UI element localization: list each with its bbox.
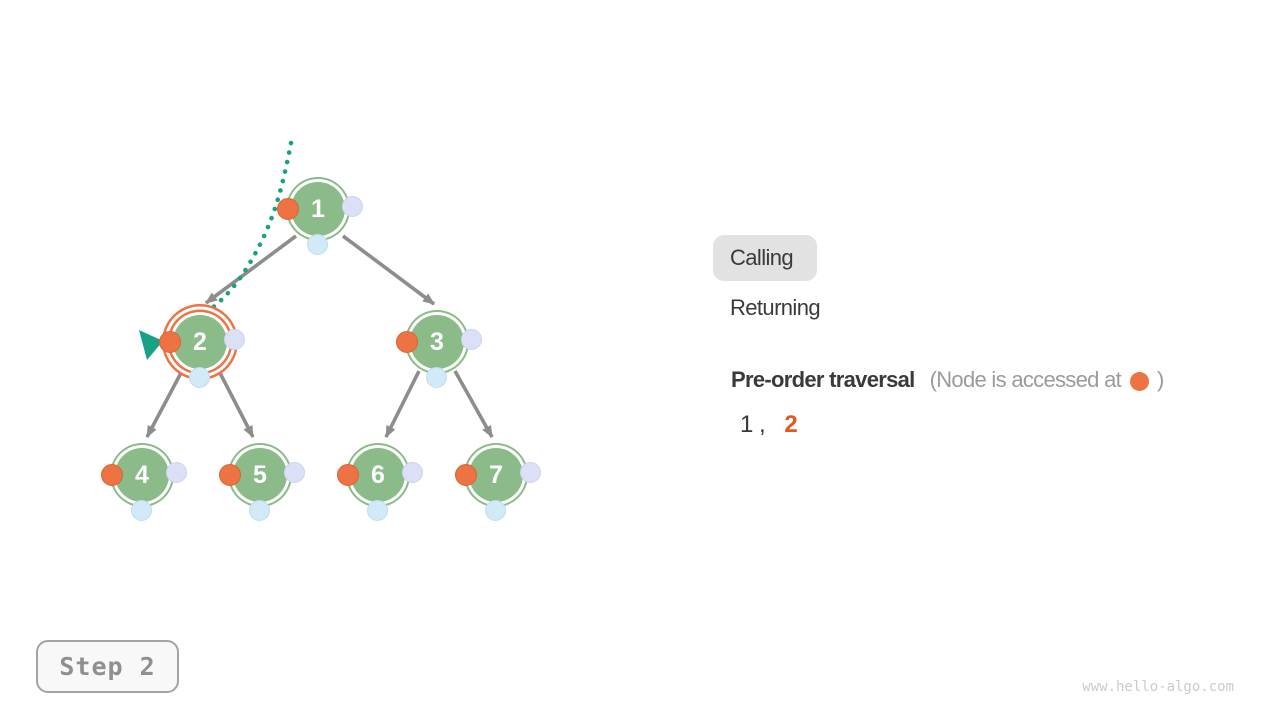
note-suffix: ) <box>1157 367 1164 392</box>
watermark: www.hello-algo.com <box>1082 679 1234 695</box>
traversal-arrowhead-icon <box>139 330 163 360</box>
traversal-path <box>165 140 294 339</box>
calling-label: Calling <box>730 245 794 270</box>
note-prefix: (Node is accessed at <box>929 367 1122 392</box>
tree-edge <box>453 370 494 438</box>
traversal-title: Pre-order traversal <box>731 367 915 392</box>
tree-edge <box>217 370 255 438</box>
step-indicator: Step 2 <box>36 640 179 693</box>
tree-edge <box>204 234 298 305</box>
sequence-visited: 1 , <box>740 411 766 438</box>
tree-edge <box>384 370 421 438</box>
tree-edge <box>145 370 184 438</box>
legend-calling: Calling <box>713 235 817 281</box>
traversal-sequence: 1 , 2 <box>740 411 798 439</box>
access-marker-icon <box>1130 371 1150 391</box>
traversal-caption: Pre-order traversal (Node is accessed at… <box>731 367 1164 393</box>
traversal-note: (Node is accessed at ) <box>929 367 1165 393</box>
tree-edge <box>341 234 436 306</box>
legend-returning: Returning <box>730 295 821 320</box>
sequence-current: 2 <box>784 411 798 438</box>
